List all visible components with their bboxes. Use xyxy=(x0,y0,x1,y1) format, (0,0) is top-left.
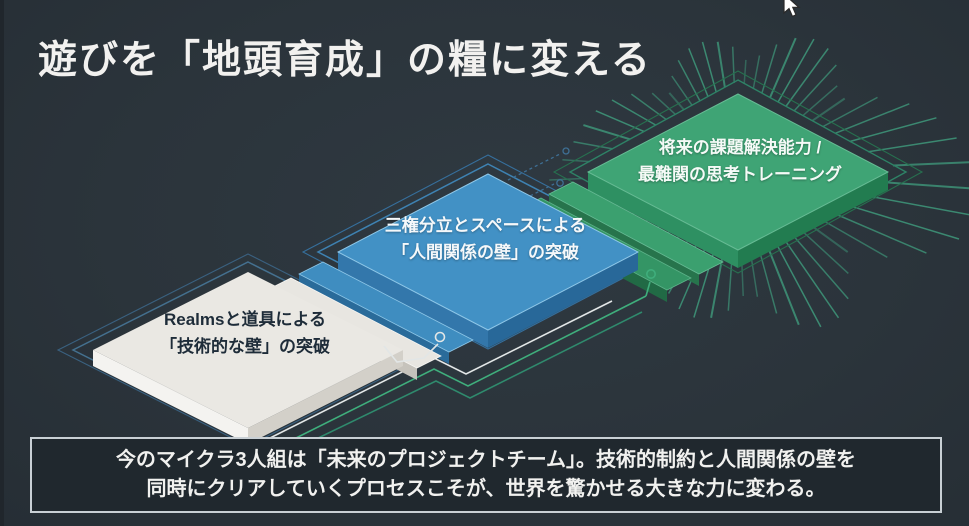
burst-ray xyxy=(802,85,838,116)
burst-ray xyxy=(775,243,822,328)
platform-tech-label: Realmsと道具による 「技術的な壁」の突破 xyxy=(95,306,395,360)
outline-future-2 xyxy=(552,70,924,274)
step-green1-top xyxy=(548,181,724,275)
burst-ray xyxy=(727,259,733,311)
burst-ray xyxy=(743,59,747,85)
chevron-green xyxy=(257,295,647,458)
platform-relation xyxy=(336,173,640,348)
step-blue-top xyxy=(298,261,474,353)
platform-future-label-line1: 将来の課題解決能力 / xyxy=(658,138,822,157)
burst-ray xyxy=(630,93,667,120)
page-title: 遊びを「地頭育成」の糧に変える xyxy=(38,39,652,82)
chevron-white xyxy=(261,300,613,443)
burst-ray xyxy=(668,92,685,111)
burst-ray xyxy=(562,158,590,163)
burst-ray xyxy=(767,247,800,326)
platform-relation-left-face xyxy=(338,252,488,348)
burst-ray xyxy=(769,37,797,98)
burst-ray xyxy=(777,38,815,103)
burst-ray xyxy=(809,223,849,253)
burst-ray xyxy=(822,96,878,128)
burst-ray xyxy=(868,137,957,153)
dotted-trace-2 xyxy=(507,153,561,181)
platform-future-label-line2: 最難関の思考トレーニング xyxy=(638,165,842,185)
burst-ray xyxy=(820,218,888,258)
chevron-teal xyxy=(253,311,643,470)
slide-left-edge xyxy=(0,0,4,526)
platform-relation-label: 三権分立とスペースによる 「人間関係の壁」の突破 xyxy=(328,212,643,266)
burst-ray xyxy=(710,255,724,318)
burst-ray xyxy=(716,41,726,88)
chevron-node-stem xyxy=(645,281,651,297)
platform-tech-label-line1: Realmsと道具による xyxy=(164,310,326,329)
burst-ray xyxy=(651,92,676,115)
platform-future-label: 将来の課題解決能力 / 最難関の思考トレーニング xyxy=(585,134,895,188)
burst-ray xyxy=(793,64,837,112)
circuit-node-icon xyxy=(562,147,570,155)
platform-relation-label-line2: 「人間関係の壁」の突破 xyxy=(392,243,579,263)
burst-ray xyxy=(893,161,969,167)
white-trace xyxy=(383,343,439,363)
burst-ray xyxy=(741,261,744,297)
burst-ray xyxy=(731,46,735,83)
circuit-chevrons xyxy=(253,268,656,470)
summary-line1: 今のマイクラ3人組は「未来のプロジェクトチーム」。技術的制約と人間関係の壁を xyxy=(115,449,857,471)
platform-tech-label-line2: 「技術的な壁」の突破 xyxy=(160,337,330,357)
burst-ray xyxy=(886,181,969,190)
platform-future-top-face xyxy=(586,93,890,251)
platform-future xyxy=(586,93,890,268)
burst-ray xyxy=(573,140,613,150)
platform-tech-top-face xyxy=(93,272,403,428)
platform-tech xyxy=(93,272,403,444)
burst-ray xyxy=(831,211,927,254)
burst-ray xyxy=(834,103,910,134)
platform-relation-label-line1: 三権分立とスペースによる xyxy=(384,216,587,235)
platform-future-right-face xyxy=(738,172,888,268)
circuit-node-icon xyxy=(556,179,564,187)
burst-ray xyxy=(800,229,849,274)
burst-ray xyxy=(671,75,693,106)
summary-box: 今のマイクラ3人組は「未来のプロジェクトチーム」。技術的制約と人間関係の壁を 同… xyxy=(30,437,942,513)
burst-ray xyxy=(812,97,846,122)
burst-ray xyxy=(750,256,759,297)
burst-ray xyxy=(785,48,829,107)
burst-ray xyxy=(783,238,840,319)
burst-ray xyxy=(849,117,937,143)
circuit-node-icon xyxy=(645,268,656,279)
burst-ray xyxy=(759,251,778,314)
circuit-node-front xyxy=(383,331,446,363)
circuit-node-icon xyxy=(434,331,446,343)
platform-relation-top-face xyxy=(336,173,640,331)
burst-ray xyxy=(791,234,849,300)
platform-relation-right-face xyxy=(488,252,638,348)
burst-ray xyxy=(752,55,761,89)
burst-ray xyxy=(863,194,969,216)
burst-ray xyxy=(845,203,960,240)
burst-ray xyxy=(583,124,631,141)
platform-tech-right-face xyxy=(248,350,403,444)
burst-ray xyxy=(595,110,645,133)
summary-line2: 同時にクリアしていくプロセスこそが、世界を驚かせる大きな力に変わる。 xyxy=(146,478,826,500)
platform-tech-left-face xyxy=(93,350,248,444)
burst-ray xyxy=(688,48,709,97)
platform-future-left-face xyxy=(588,172,738,268)
